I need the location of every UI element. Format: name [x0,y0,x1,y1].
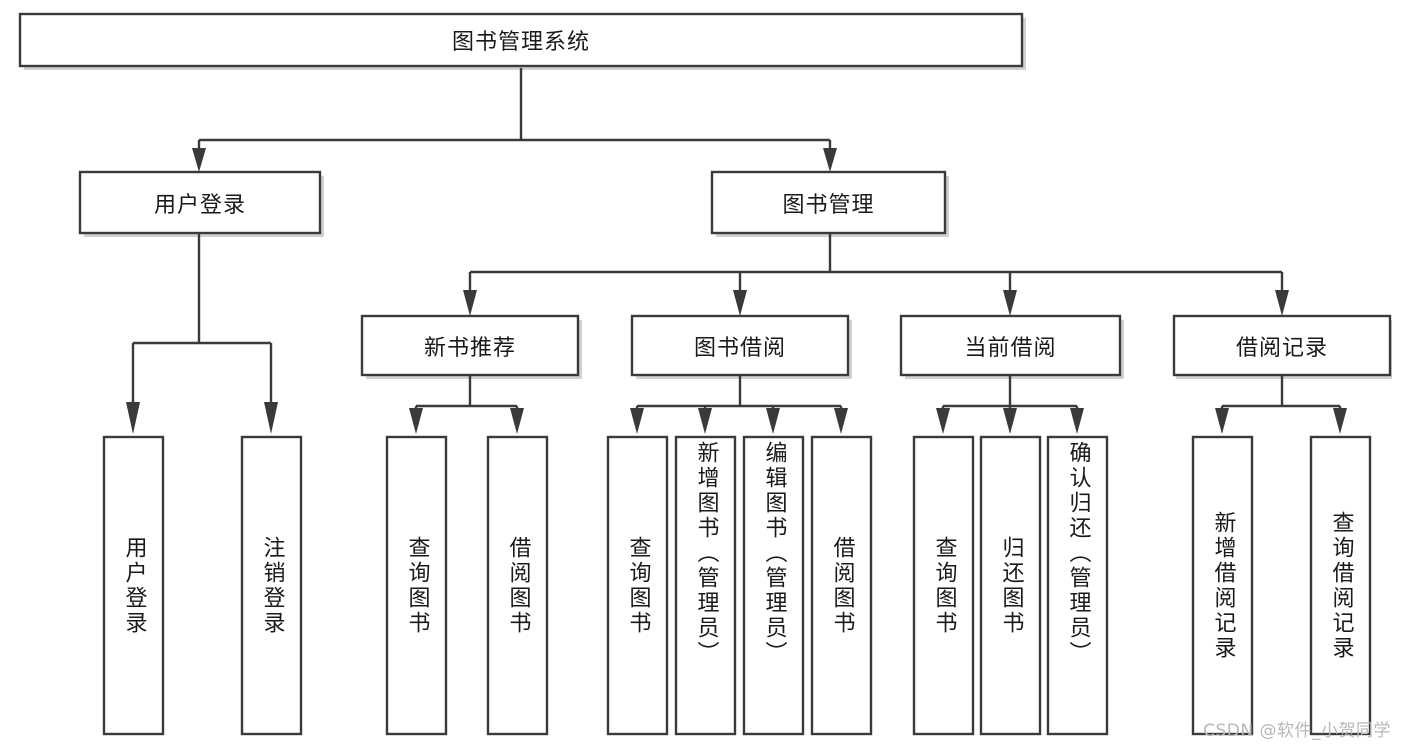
connectors [126,68,1347,434]
leaf-book-borrow-3[interactable] [810,435,873,736]
leaf-new-book-0[interactable] [385,435,448,736]
node-current-borrow[interactable] [899,314,1122,377]
leaf-book-borrow-1[interactable] [674,435,737,736]
leaf-current-borrow-1[interactable] [979,435,1042,736]
leaf-current-borrow-2[interactable] [1046,435,1109,736]
node-boxes [18,12,1392,736]
leaf-user-login-1[interactable] [240,435,303,736]
leaf-borrow-record-0[interactable] [1191,435,1254,736]
node-book-borrow[interactable] [630,314,850,377]
node-user-login[interactable] [78,170,322,235]
leaf-borrow-record-1[interactable] [1309,435,1372,736]
leaf-user-login-0[interactable] [102,435,165,736]
leaf-book-borrow-0[interactable] [606,435,669,736]
node-new-book-recommend[interactable] [360,314,580,377]
node-book-management[interactable] [710,170,947,235]
node-borrow-record[interactable] [1172,314,1392,377]
leaf-current-borrow-0[interactable] [912,435,975,736]
node-root[interactable] [18,12,1024,68]
leaf-new-book-1[interactable] [486,435,549,736]
leaf-book-borrow-2[interactable] [742,435,805,736]
